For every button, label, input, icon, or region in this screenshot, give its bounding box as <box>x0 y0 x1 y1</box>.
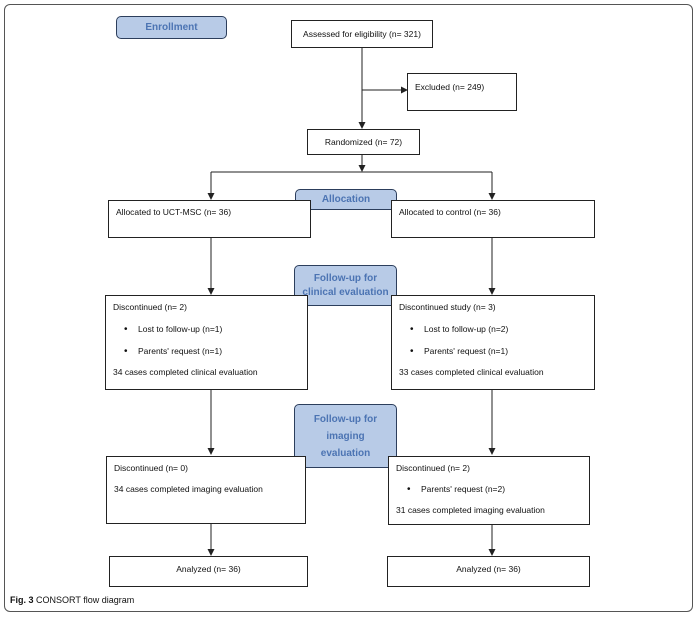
stage-followup-clinical: Follow-up for clinical evaluation <box>294 265 397 306</box>
left-analyzed-box: Analyzed (n= 36) <box>109 556 308 587</box>
figure-caption-label: Fig. 3 <box>10 595 34 605</box>
right-clinical-bullets: Lost to follow-up (n=2) Parents' request… <box>399 324 587 357</box>
left-imaging-completed: 34 cases completed imaging evaluation <box>114 484 263 494</box>
stage-followup-imaging-line1: Follow-up for <box>313 413 378 425</box>
left-imaging-box: Discontinued (n= 0) 34 cases completed i… <box>106 456 306 524</box>
left-clinical-heading: Discontinued (n= 2) <box>113 302 187 312</box>
left-clinical-completed: 34 cases completed clinical evaluation <box>113 367 258 377</box>
figure-caption-text: CONSORT flow diagram <box>33 595 135 605</box>
right-imaging-bullet-parents: Parents' request (n=2) <box>396 484 582 495</box>
left-clinical-bullet-parents: Parents' request (n=1) <box>113 346 300 357</box>
stage-followup-imaging-line2: imaging <box>326 430 365 442</box>
left-analyzed-text: Analyzed (n= 36) <box>176 564 241 574</box>
stage-allocation: Allocation <box>295 189 397 210</box>
stage-enrollment-label: Enrollment <box>145 21 198 33</box>
right-clinical-heading: Discontinued study (n= 3) <box>399 302 496 312</box>
right-imaging-completed: 31 cases completed imaging evaluation <box>396 505 545 515</box>
right-imaging-box: Discontinued (n= 2) Parents' request (n=… <box>388 456 590 525</box>
assessed-box: Assessed for eligibility (n= 321) <box>291 20 433 48</box>
figure-caption: Fig. 3 CONSORT flow diagram <box>10 595 134 605</box>
right-allocated-text: Allocated to control (n= 36) <box>399 207 501 217</box>
stage-followup-imaging: Follow-up for imaging evaluation <box>294 404 397 468</box>
assessed-text: Assessed for eligibility (n= 321) <box>303 28 421 39</box>
right-imaging-heading: Discontinued (n= 2) <box>396 463 470 473</box>
left-allocated-text: Allocated to UCT-MSC (n= 36) <box>116 207 232 217</box>
right-clinical-bullet-parents: Parents' request (n=1) <box>399 346 587 357</box>
right-clinical-bullet-lost: Lost to follow-up (n=2) <box>399 324 587 335</box>
right-allocated-box: Allocated to control (n= 36) <box>391 200 595 238</box>
stage-allocation-label: Allocation <box>321 193 371 205</box>
left-allocated-box: Allocated to UCT-MSC (n= 36) <box>108 200 311 238</box>
excluded-box: Excluded (n= 249) <box>407 73 517 111</box>
left-clinical-bullets: Lost to follow-up (n=1) Parents' request… <box>113 324 300 357</box>
left-clinical-bullet-lost: Lost to follow-up (n=1) <box>113 324 300 335</box>
randomized-box: Randomized (n= 72) <box>307 129 420 155</box>
right-analyzed-box: Analyzed (n= 36) <box>387 556 590 587</box>
right-clinical-completed: 33 cases completed clinical evaluation <box>399 367 544 377</box>
excluded-text: Excluded (n= 249) <box>415 82 485 92</box>
left-clinical-box: Discontinued (n= 2) Lost to follow-up (n… <box>105 295 308 390</box>
right-analyzed-text: Analyzed (n= 36) <box>456 564 521 574</box>
right-imaging-bullets: Parents' request (n=2) <box>396 484 582 495</box>
randomized-text: Randomized (n= 72) <box>324 136 403 147</box>
left-imaging-heading: Discontinued (n= 0) <box>114 463 188 473</box>
stage-followup-imaging-line3: evaluation <box>320 447 371 459</box>
right-clinical-box: Discontinued study (n= 3) Lost to follow… <box>391 295 595 390</box>
stage-enrollment: Enrollment <box>116 16 227 39</box>
stage-followup-clinical-line2: clinical evaluation <box>302 286 389 298</box>
stage-followup-clinical-line1: Follow-up for <box>313 272 378 284</box>
